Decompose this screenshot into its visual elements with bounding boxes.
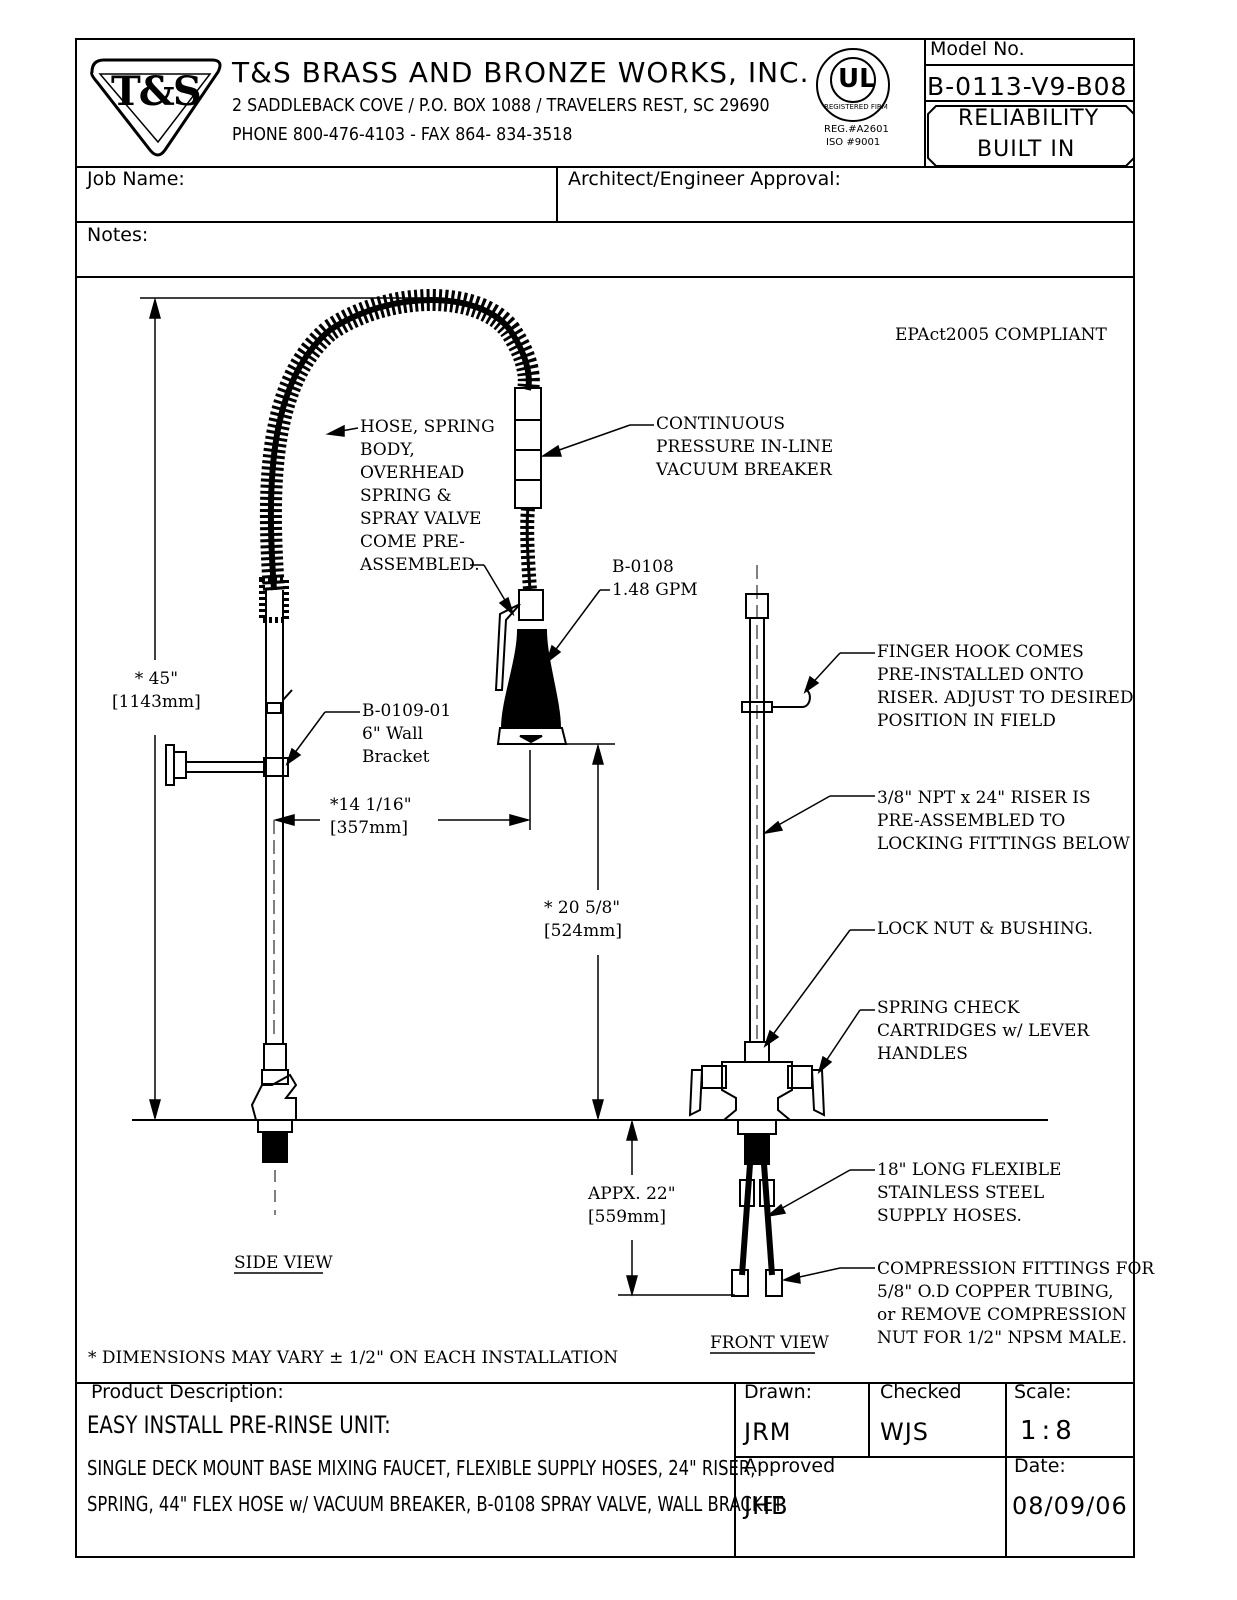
drawing-frame (75, 38, 1135, 1558)
drawn-label: Drawn: (744, 1381, 813, 1403)
compression-callout: COMPRESSION FITTINGS FOR 5/8" O.D COPPER… (877, 1259, 1155, 1348)
scale-label: Scale: (1014, 1381, 1072, 1403)
drawn-value: JRM (744, 1418, 792, 1446)
spray-height-dimension (566, 743, 615, 1121)
logo-text: T&S (111, 68, 202, 115)
notes-label: Notes: (87, 224, 149, 246)
company-phone: PHONE 800-476-4103 - FAX 864- 834-3518 (232, 124, 573, 145)
reach-dimension (273, 750, 531, 830)
architect-label: Architect/Engineer Approval: (568, 168, 841, 190)
height-dimension-label: * 45" [1143mm] (112, 669, 201, 712)
ul-ring-text: REGISTERED FIRM (824, 103, 888, 111)
scale-value: 1:8 (1020, 1416, 1077, 1446)
finger-hook-callout: FINGER HOOK COMES PRE-INSTALLED ONTO RIS… (877, 642, 1134, 731)
riser-callout: 3/8" NPT x 24" RISER IS PRE-ASSEMBLED TO… (877, 788, 1130, 854)
wall-bracket-callout: B-0109-01 6" Wall Bracket (362, 701, 452, 767)
spring-check-callout: SPRING CHECK CARTRIDGES w/ LEVER HANDLES (877, 998, 1090, 1064)
supply-hoses-callout: 18" LONG FLEXIBLE STAINLESS STEEL SUPPLY… (877, 1160, 1062, 1226)
side-riser (250, 590, 298, 1215)
checked-value: WJS (880, 1418, 930, 1446)
job-name-label: Job Name: (87, 168, 185, 190)
height-dimension (140, 297, 420, 1121)
lock-nut-callout: LOCK NUT & BUSHING. (877, 919, 1094, 939)
company-name: T&S BRASS AND BRONZE WORKS, INC. (232, 56, 810, 89)
date-label: Date: (1014, 1455, 1066, 1477)
reach-dimension-label: *14 1/16" [357mm] (330, 795, 412, 838)
front-view-title: FRONT VIEW (710, 1333, 830, 1353)
below-deck-dimension (618, 1119, 735, 1297)
checked-label: Checked (880, 1381, 962, 1403)
iso-number: ISO #9001 (826, 137, 881, 148)
reliability-line-1: RELIABILITY (958, 106, 1100, 131)
model-label: Model No. (930, 38, 1025, 60)
vacuum-breaker-callout: CONTINUOUS PRESSURE IN-LINE VACUUM BREAK… (656, 414, 834, 480)
ul-text: UL (838, 64, 876, 94)
hose-callout: HOSE, SPRING BODY, OVERHEAD SPRING & SPR… (360, 417, 495, 575)
front-riser (688, 565, 826, 1297)
product-title: EASY INSTALL PRE-RINSE UNIT: (87, 1411, 391, 1439)
approved-value: JHB (744, 1492, 789, 1520)
compliance-note: EPAct2005 COMPLIANT (895, 325, 1107, 345)
product-line-2: SPRING, 44" FLEX HOSE w/ VACUUM BREAKER,… (87, 1492, 783, 1516)
model-number: B-0113-V9-B08 (927, 72, 1128, 101)
product-line-1: SINGLE DECK MOUNT BASE MIXING FAUCET, FL… (87, 1456, 756, 1480)
spring-hose (259, 289, 542, 623)
wall-bracket (165, 744, 289, 786)
spray-valve (494, 589, 568, 745)
approved-label: Approved (744, 1455, 836, 1477)
reg-number: REG.#A2601 (824, 124, 889, 135)
product-description-label: Product Description: (91, 1381, 284, 1403)
below-deck-dimension-label: APPX. 22" [559mm] (588, 1184, 676, 1227)
date-value: 08/09/06 (1012, 1492, 1128, 1520)
dimensions-footnote: * DIMENSIONS MAY VARY ± 1/2" ON EACH INS… (88, 1348, 619, 1368)
reliability-line-2: BUILT IN (977, 137, 1076, 162)
ul-logo (816, 48, 890, 122)
company-logo (90, 58, 222, 157)
company-address: 2 SADDLEBACK COVE / P.O. BOX 1088 / TRAV… (232, 95, 770, 116)
leader-lines (285, 424, 875, 1284)
spray-height-dimension-label: * 20 5/8" [524mm] (544, 898, 622, 941)
side-view-title: SIDE VIEW (234, 1253, 333, 1273)
spray-valve-callout: B-0108 1.48 GPM (612, 557, 698, 600)
